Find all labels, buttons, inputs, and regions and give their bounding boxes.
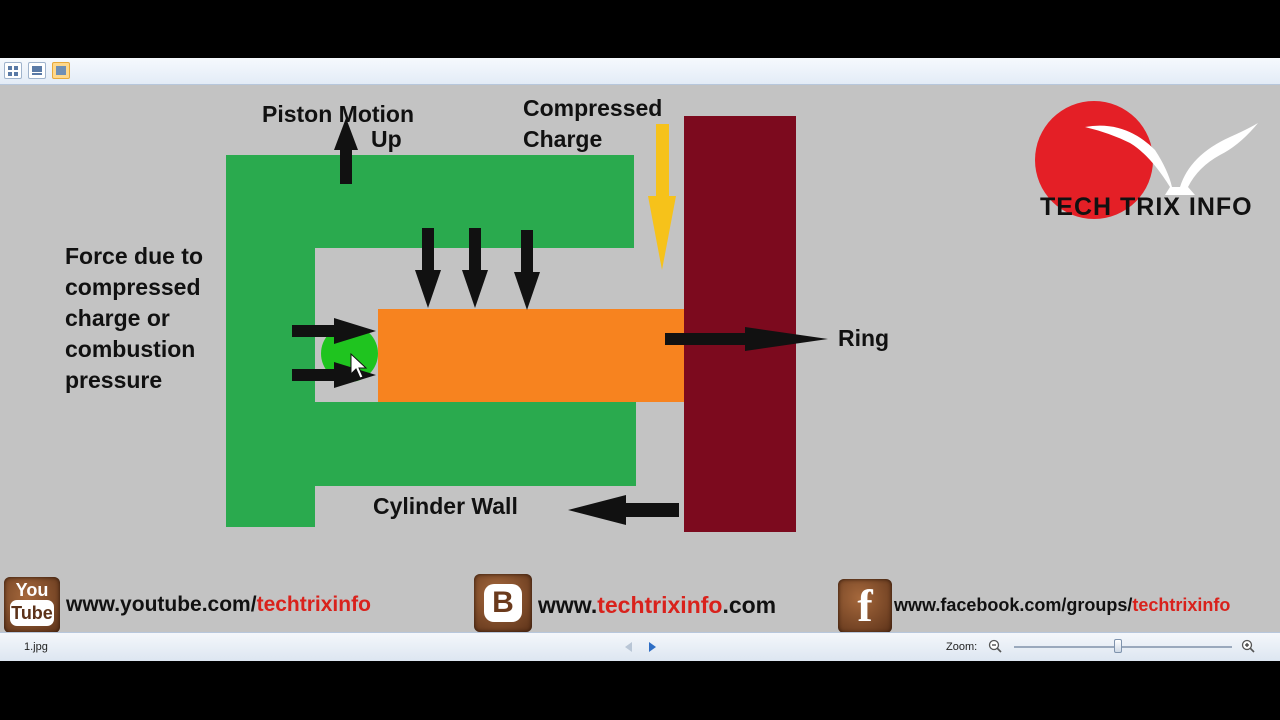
zoom-out-icon[interactable] bbox=[988, 639, 1002, 653]
navigation-controls bbox=[625, 642, 656, 652]
label-force-2: compressed bbox=[65, 274, 201, 300]
logo-bird-icon bbox=[1085, 123, 1258, 195]
previous-icon[interactable] bbox=[625, 642, 632, 652]
label-charge: Charge bbox=[523, 126, 603, 152]
logo-circle bbox=[1035, 101, 1153, 219]
zoom-label: Zoom: bbox=[946, 641, 978, 653]
zoom-in-icon[interactable] bbox=[1241, 639, 1255, 653]
blog-link[interactable]: www.techtrixinfo.com bbox=[538, 592, 777, 618]
next-icon[interactable] bbox=[649, 642, 656, 652]
logo-text: TECH TRIX INFO bbox=[1040, 193, 1253, 221]
image-canvas: Piston Motion Up Compressed Charge Force… bbox=[0, 85, 1280, 632]
label-piston-motion-up: Up bbox=[371, 126, 402, 152]
view-single-image-icon[interactable] bbox=[52, 62, 70, 79]
label-force-4: combustion bbox=[65, 336, 196, 362]
cylinder-wall bbox=[684, 116, 796, 532]
facebook-icon: f bbox=[838, 579, 892, 632]
filename-label: 1.jpg bbox=[24, 641, 48, 653]
view-filmstrip-icon[interactable] bbox=[28, 62, 46, 79]
youtube-link[interactable]: www.youtube.com/techtrixinfo bbox=[66, 593, 371, 616]
viewer-toolbar bbox=[0, 58, 1280, 85]
blogger-icon: B bbox=[474, 574, 532, 632]
label-ring: Ring bbox=[838, 325, 890, 351]
label-force-1: Force due to bbox=[65, 243, 204, 269]
zoom-slider-thumb[interactable] bbox=[1114, 639, 1122, 653]
label-force-3: charge or bbox=[65, 305, 170, 331]
label-compressed: Compressed bbox=[523, 95, 663, 121]
facebook-link[interactable]: www.facebook.com/groups/techtrixinfo bbox=[894, 595, 1231, 615]
piston-ring bbox=[378, 309, 684, 402]
youtube-icon: You Tube bbox=[4, 577, 60, 632]
label-force-5: pressure bbox=[65, 367, 163, 393]
status-bar: 1.jpg Zoom: bbox=[0, 632, 1280, 661]
zoom-slider-track[interactable] bbox=[1014, 646, 1232, 648]
highlight-dot bbox=[321, 325, 378, 382]
view-thumbnails-icon[interactable] bbox=[4, 62, 22, 79]
label-cylinder-wall: Cylinder Wall bbox=[373, 493, 518, 519]
piston-bottom-land bbox=[226, 402, 636, 486]
